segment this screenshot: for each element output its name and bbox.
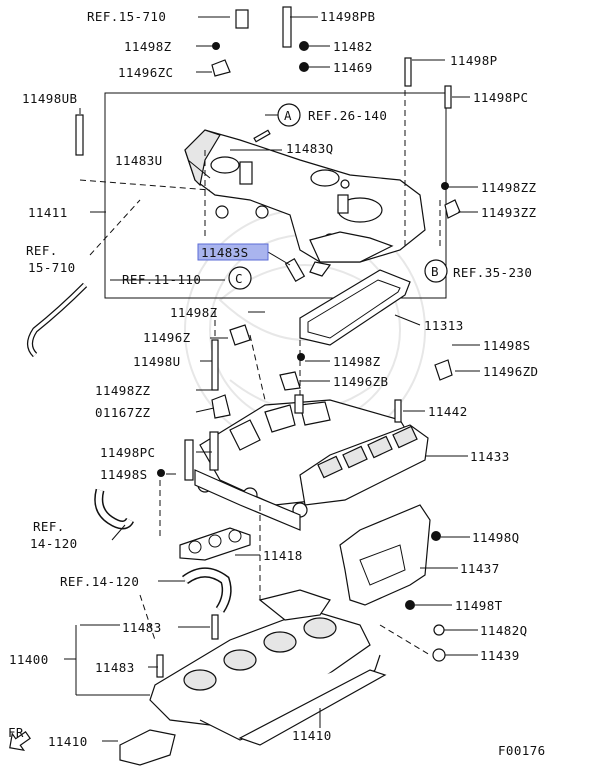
leader-lines	[64, 16, 480, 742]
part-labels: REF.15-710 11498PB 11498Z 11482 11496ZC …	[8, 9, 546, 758]
label-11410-right: 11410	[292, 728, 332, 743]
callout-c: C	[228, 266, 252, 290]
label-11483U: 11483U	[115, 153, 163, 168]
label-11418: 11418	[263, 548, 303, 563]
label-01167ZZ: 01167ZZ	[95, 405, 151, 420]
label-11498S-right: 11498S	[483, 338, 531, 353]
label-11496ZB: 11496ZB	[333, 374, 388, 389]
label-11498P: 11498P	[450, 53, 498, 68]
gasket-11410	[238, 669, 387, 746]
label-11498PC-mid: 11498PC	[100, 445, 155, 460]
label-11498ZZ-top: 11498ZZ	[481, 180, 537, 195]
label-fr: FR	[8, 725, 24, 740]
svg-text:C: C	[235, 271, 243, 286]
label-11496ZC: 11496ZC	[118, 65, 173, 80]
label-11400: 11400	[9, 652, 49, 667]
gasket-lower-left	[119, 729, 176, 766]
label-11482Q: 11482Q	[480, 623, 528, 638]
label-11483Q: 11483Q	[286, 141, 334, 156]
highlight-11483S[interactable]	[197, 243, 269, 261]
label-11498S-left: 11498S	[100, 467, 148, 482]
label-ref-15-710-top: REF.15-710	[87, 9, 166, 24]
label-11483-a: 11483	[122, 620, 162, 635]
label-ref-11-110: REF.11-110	[122, 272, 201, 287]
label-11482: 11482	[333, 39, 373, 54]
label-11496Z: 11496Z	[143, 330, 191, 345]
bracket-11437	[339, 504, 431, 606]
dashed-guide-lines	[79, 90, 441, 656]
svg-text:A: A	[284, 108, 292, 123]
upper-intake-manifold-11411	[184, 129, 426, 277]
label-11498Q: 11498Q	[472, 530, 520, 545]
label-11498U: 11498U	[133, 354, 181, 369]
label-11498PB: 11498PB	[320, 9, 375, 24]
label-11498Z-mid: 11498Z	[170, 305, 218, 320]
label-11498T: 11498T	[455, 598, 503, 613]
front-arrow-icon	[9, 731, 31, 752]
gasket-11313	[299, 269, 411, 346]
label-figure-id: F00176	[498, 743, 546, 758]
upper-assembly-frame	[104, 92, 447, 299]
label-11498PC-top: 11498PC	[473, 90, 528, 105]
lower-intake-manifold-11410	[149, 589, 381, 741]
label-11483-b: 11483	[95, 660, 135, 675]
label-11498ZZ-mid: 11498ZZ	[95, 383, 151, 398]
label-11433: 11433	[470, 449, 510, 464]
fasteners	[75, 6, 461, 662]
label-ref-26-140: REF.26-140	[308, 108, 387, 123]
label-11498Z: 11498Z	[124, 39, 172, 54]
label-11496ZD: 11496ZD	[483, 364, 538, 379]
label-15-710: 15-710	[28, 260, 76, 275]
callout-b: B	[424, 259, 448, 283]
label-11483S: 11483S	[201, 245, 249, 260]
svg-text:B: B	[431, 264, 439, 279]
label-11411: 11411	[28, 205, 68, 220]
label-11498Z-lower: 11498Z	[333, 354, 381, 369]
plenum-11433	[184, 394, 429, 531]
label-11437: 11437	[460, 561, 500, 576]
label-ref-35-230: REF.35-230	[453, 265, 532, 280]
label-11498UB: 11498UB	[22, 91, 77, 106]
label-11469: 11469	[333, 60, 373, 75]
label-ref-14-120: REF.14-120	[60, 574, 139, 589]
label-ref-left: REF.	[26, 243, 58, 258]
label-11442: 11442	[428, 404, 468, 419]
label-11410-left: 11410	[48, 734, 88, 749]
callout-a: A	[277, 103, 301, 127]
label-11493ZZ: 11493ZZ	[481, 205, 537, 220]
label-11313: 11313	[424, 318, 464, 333]
label-14-120: 14-120	[30, 536, 78, 551]
label-ref-left-lower: REF.	[33, 519, 65, 534]
label-11439: 11439	[480, 648, 520, 663]
